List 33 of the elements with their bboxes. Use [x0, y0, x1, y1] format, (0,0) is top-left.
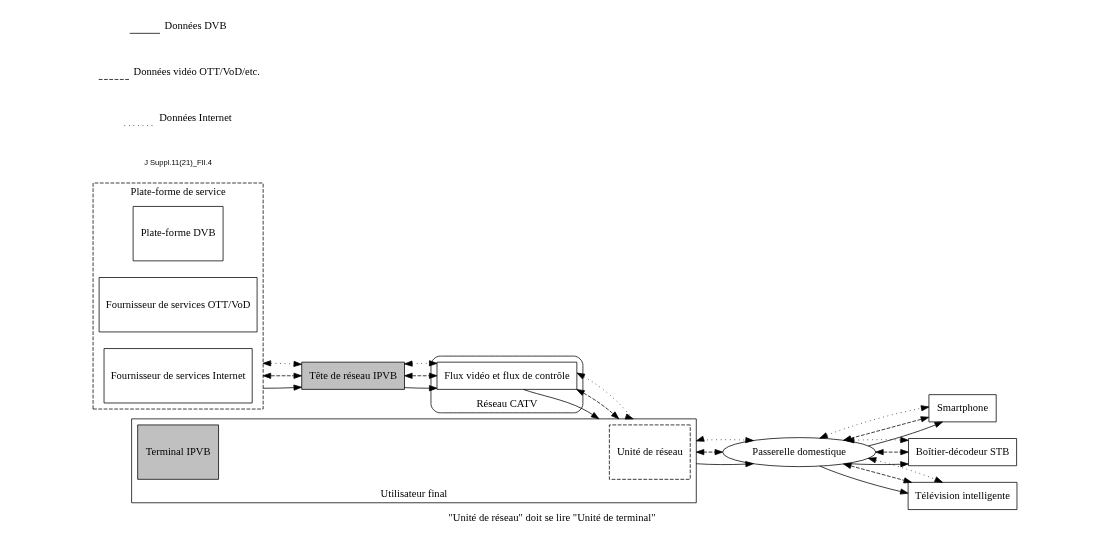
node-box: Fournisseur de services Internet — [103, 348, 253, 404]
node-box: Flux vidéo et flux de contrôle — [436, 361, 577, 390]
arrow — [695, 461, 754, 468]
arrow — [867, 421, 943, 447]
node-box: Terminal IPVB — [136, 424, 219, 480]
legend-label: Données Internet — [158, 112, 232, 124]
arrow — [262, 372, 302, 379]
legend-label: Données DVB — [164, 19, 227, 31]
node-box: Télévision intelligente — [907, 482, 1017, 510]
node-box: Tête de réseau IPVB — [300, 361, 405, 390]
arrow — [818, 465, 908, 495]
arrow — [695, 435, 754, 444]
node-box: Unité de réseau — [608, 424, 691, 480]
arrow — [845, 436, 909, 444]
arrow — [867, 457, 943, 483]
node-box: Plate-forme DVB — [132, 206, 223, 262]
arrow — [818, 405, 929, 439]
node-box: Fournisseur de services OTT/VoD — [98, 277, 257, 333]
node-box: Smartphone — [928, 394, 997, 423]
arrow — [695, 449, 723, 456]
arrow — [874, 449, 909, 456]
arrow — [403, 385, 437, 392]
caption: "Unité de réseau" doit se lire "Unité de terminal" — [447, 512, 656, 524]
arrow — [575, 389, 619, 420]
arrow — [522, 389, 599, 420]
legend-label: Données vidéo OTT/VoD/etc. — [133, 66, 260, 78]
arrow — [403, 372, 437, 379]
arrow — [842, 462, 912, 484]
arrow — [262, 360, 302, 367]
node-box: Boîtier-décodeur STB — [907, 438, 1017, 467]
arrow — [576, 372, 634, 420]
arrow — [262, 384, 302, 391]
label: J Suppl.11(21)_FII.4 — [143, 158, 212, 168]
